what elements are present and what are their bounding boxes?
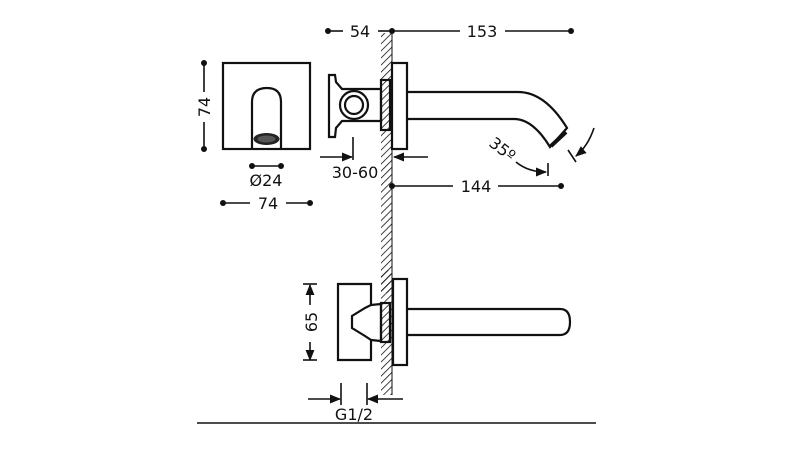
- handle-stem: [370, 302, 383, 343]
- label-spout-reach: 144: [461, 177, 492, 196]
- side-view: 54 153 30-60 144 35º: [320, 22, 595, 196]
- wall-flange-nut: [379, 78, 392, 132]
- label-front-height: 74: [195, 97, 214, 117]
- handle-knob-outer: [338, 89, 370, 121]
- label-handle-height: 65: [302, 312, 321, 332]
- dim-dot: [558, 183, 564, 189]
- front-plate: [221, 61, 312, 151]
- spout-aerator: [549, 130, 568, 148]
- handle-cross: [327, 73, 383, 139]
- label-outlet-diameter: Ø24: [250, 171, 283, 190]
- front-view: 74 Ø24 74: [195, 60, 313, 213]
- label-connection-thread: G1/2: [335, 405, 373, 424]
- handle-body: [336, 282, 373, 362]
- dim-dot: [278, 163, 284, 169]
- wall-hatch-top: [381, 33, 392, 293]
- aerator-inner: [257, 135, 276, 143]
- angle-arc-right: [575, 127, 595, 157]
- connector-nut: [379, 301, 392, 344]
- label-wall-thickness: 30-60: [332, 163, 379, 182]
- dim-dot: [325, 28, 331, 34]
- dim-dot: [201, 146, 207, 152]
- handle-knob-inner: [343, 94, 365, 116]
- dim-dot: [389, 183, 395, 189]
- angle-tick-right: [567, 149, 577, 163]
- dim-dot: [568, 28, 574, 34]
- dim-dot: [201, 60, 207, 66]
- angle-arc-left: [515, 161, 548, 177]
- dim-dot: [220, 200, 226, 206]
- wall-hatch-bottom: [381, 270, 392, 395]
- spout-outlet-outline: [250, 86, 283, 148]
- spout: [407, 90, 569, 149]
- dim-dot: [307, 200, 313, 206]
- top-view: 65 G1/2: [302, 277, 572, 424]
- dim-dot: [249, 163, 255, 169]
- label-spout-length: 153: [467, 22, 498, 41]
- label-spout-angle: 35º: [486, 133, 520, 165]
- label-front-width: 74: [258, 194, 278, 213]
- spout-top: [407, 307, 572, 337]
- escutcheon-plate-top: [391, 277, 409, 367]
- escutcheon-plate: [390, 61, 409, 151]
- label-handle-projection: 54: [350, 22, 370, 41]
